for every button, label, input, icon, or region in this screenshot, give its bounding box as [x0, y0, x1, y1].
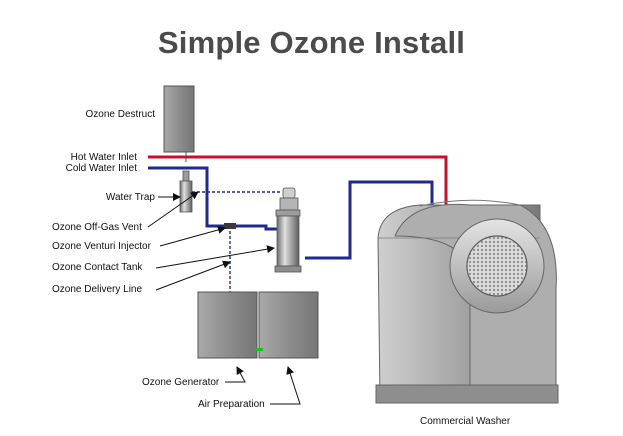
cold-water-line [148, 166, 278, 231]
washer-door [466, 235, 528, 297]
air-preparation-unit [258, 291, 319, 359]
cold-water-line-washer [305, 180, 434, 260]
ozone-generator-unit [197, 291, 258, 359]
label-commercial-washer: Commercial Washer [420, 416, 511, 427]
label-cold-water-inlet: Cold Water Inlet [66, 163, 138, 174]
label-delivery-line: Ozone Delivery Line [52, 284, 142, 295]
venturi-injector [224, 223, 236, 229]
connector-green [255, 348, 263, 351]
diagram-title: Simple Ozone Install [157, 25, 466, 60]
label-venturi-injector: Ozone Venturi Injector [52, 241, 152, 252]
label-offgas-vent: Ozone Off-Gas Vent [52, 222, 142, 233]
label-hot-water-inlet: Hot Water Inlet [71, 152, 138, 163]
commercial-washer [375, 199, 559, 404]
label-ozone-destruct: Ozone Destruct [86, 109, 156, 120]
ozone-contact-tank [274, 187, 302, 273]
water-trap [179, 170, 193, 213]
ozone-destruct-unit [163, 85, 195, 153]
label-air-preparation: Air Preparation [198, 399, 265, 410]
label-water-trap: Water Trap [106, 192, 156, 203]
label-ozone-generator: Ozone Generator [142, 377, 220, 388]
hot-water-line [148, 155, 448, 206]
label-contact-tank: Ozone Contact Tank [52, 262, 143, 273]
